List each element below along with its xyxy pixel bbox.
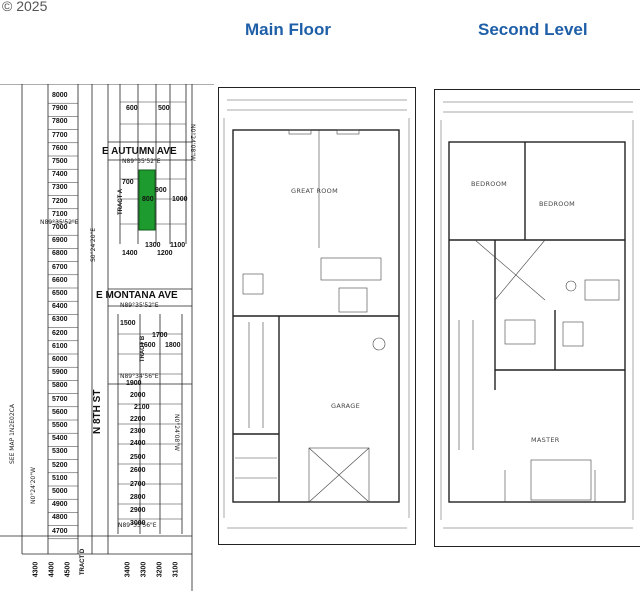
lot-label: 1100	[170, 242, 186, 249]
bearing-label: N89°35'56"E	[118, 522, 157, 529]
highlighted-lot	[138, 169, 156, 231]
lot-label: 2900	[130, 507, 146, 514]
lot-label: 6100	[52, 342, 68, 350]
lot-label: 2000	[130, 392, 146, 399]
lot-label: 5900	[52, 369, 68, 377]
lot-label: 5200	[52, 461, 68, 469]
lot-label: 2600	[130, 467, 146, 474]
lot-label: 1500	[120, 320, 136, 327]
lot-label: 6200	[52, 329, 68, 337]
lot-label: 800	[142, 196, 154, 203]
lot-label: 1900	[126, 380, 142, 387]
lot-label: 3200	[156, 561, 164, 578]
lot-label: 4700	[52, 527, 68, 535]
lot-label: 2800	[130, 494, 146, 501]
room-label-bedroom-2: BEDROOM	[539, 200, 576, 208]
lot-label: 5700	[52, 395, 68, 403]
main-floor-drawing	[223, 99, 410, 529]
lot-label: 2400	[130, 440, 146, 447]
lot-label: 500	[158, 105, 170, 112]
bearing-label: N89°35'52"E	[40, 219, 79, 226]
lot-label: 6700	[52, 263, 68, 271]
plat-map-drawing	[0, 83, 214, 591]
lot-label: 4900	[52, 501, 68, 509]
main-floor-title: Main Floor	[245, 20, 331, 39]
lot-label: 6400	[52, 303, 68, 311]
lot-label: 5600	[52, 408, 68, 416]
second-level-drawing	[440, 101, 634, 529]
bearing-label: N89°35'52"E	[120, 302, 159, 309]
lot-label: 6600	[52, 276, 68, 284]
lot-label: 1700	[152, 332, 168, 339]
street-label-montana: E MONTANA AVE	[96, 290, 178, 301]
lot-label: 7200	[52, 197, 68, 205]
lot-label: 6500	[52, 290, 68, 297]
lot-label: 3300	[140, 561, 148, 578]
lot-label: 600	[126, 105, 138, 112]
lot-label: 2200	[130, 416, 146, 423]
main-floor-plan: GREAT ROOM GARAGE	[218, 87, 416, 545]
lot-label: 2300	[130, 428, 146, 435]
copyright-watermark: © 2025	[2, 0, 48, 14]
room-label-master: MASTER	[531, 436, 560, 444]
lot-label: 4800	[52, 514, 68, 522]
lot-label: 7000	[52, 224, 68, 231]
tract-label: TRACT A	[118, 188, 125, 216]
lot-label: 2500	[130, 454, 146, 461]
lot-label: 5400	[52, 435, 68, 443]
lot-label: 1600	[140, 342, 156, 349]
lot-label: 2100	[134, 404, 150, 411]
lot-label: 4300	[32, 561, 40, 578]
lot-label: 2700	[130, 481, 146, 488]
lot-label: 6000	[52, 356, 68, 363]
lot-label: 6800	[52, 250, 68, 258]
bearing-label: N89°35'52"E	[122, 158, 161, 165]
lot-label: 700	[122, 179, 134, 186]
street-label-eighth: N 8TH ST	[92, 389, 103, 434]
lot-label: 1400	[122, 250, 138, 257]
lot-label: 7800	[52, 118, 68, 126]
bearing-label: N0°24'08"W	[189, 124, 196, 161]
lot-label: 7700	[52, 131, 68, 139]
lot-label: 5500	[52, 422, 68, 429]
lot-label: 7300	[52, 184, 68, 192]
lot-label: 6300	[52, 316, 68, 324]
bearing-label: N89°34'56"E	[120, 373, 159, 380]
plat-map: 8000 7900 7800 7700 7600 7500 7400 7300 7200 7100…	[0, 83, 214, 591]
room-label-great-room: GREAT ROOM	[291, 187, 338, 195]
lot-label: 5800	[52, 382, 68, 390]
lot-label: 4400	[48, 561, 56, 578]
second-level-title: Second Level	[478, 20, 588, 39]
bearing-label: N0°24'20"W	[30, 467, 37, 504]
tract-label: TRACT D	[80, 548, 87, 576]
lot-label: 900	[155, 187, 167, 194]
lot-label: 1200	[157, 250, 173, 257]
lot-label: 6900	[52, 237, 68, 245]
lot-label: 7100	[52, 210, 68, 218]
lot-label: 1300	[145, 242, 161, 249]
bearing-label: S0°24'20"E	[90, 227, 97, 262]
lot-label: 3100	[172, 561, 180, 578]
lot-label: 5100	[52, 474, 68, 482]
lot-label: 3000	[130, 520, 146, 527]
lot-label: 5000	[52, 488, 68, 495]
lot-label: 7900	[52, 105, 68, 113]
lot-label: 1000	[172, 196, 188, 203]
room-label-bedroom-1: BEDROOM	[471, 180, 508, 188]
lot-label: 7500	[52, 158, 68, 165]
lot-label: 8000	[52, 92, 68, 99]
room-label-garage: GARAGE	[331, 402, 361, 410]
lot-label: 7400	[52, 171, 68, 179]
lot-label: 7600	[52, 144, 68, 152]
bearing-label: N0°24'08"W	[173, 414, 180, 451]
map-reference-note: SEE MAP 1N2E02CA	[9, 404, 16, 464]
tract-label: TRACT B	[140, 335, 147, 363]
lot-label: 5300	[52, 448, 68, 456]
lot-label: 3400	[124, 561, 132, 578]
lot-label: 4500	[64, 561, 72, 578]
street-label-autumn: E AUTUMN AVE	[102, 146, 177, 157]
lot-label: 1800	[165, 342, 181, 349]
second-level-plan: BEDROOM BEDROOM MASTER	[434, 89, 640, 547]
